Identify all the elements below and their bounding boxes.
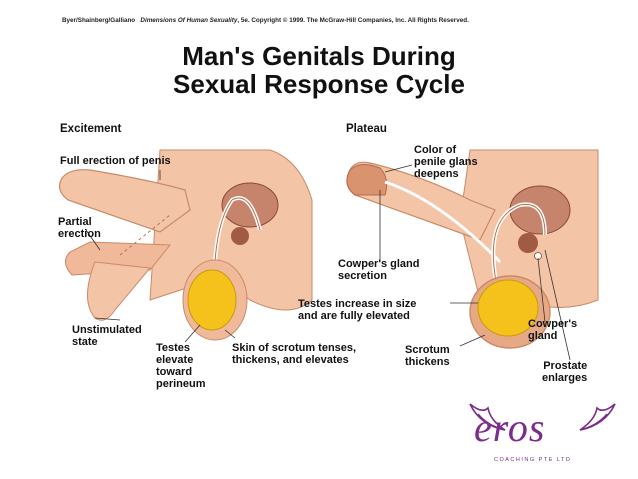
copyright-credit: Byer/Shainberg/Galliano Dimensions Of Hu… (62, 17, 469, 24)
page-title-line-1: Man's Genitals During (182, 41, 456, 71)
plateau-figure (346, 149, 599, 361)
eros-logo-subtitle: COACHING PTE LTD (494, 457, 572, 463)
eros-logo-word: eros (474, 405, 546, 450)
excitement-figure (58, 149, 313, 343)
page-title-line-2: Sexual Response Cycle (173, 69, 465, 99)
eros-wings-logo (469, 403, 616, 431)
label-full-erection: Full erection of penis (60, 155, 171, 167)
plateau-heading: Plateau (346, 123, 387, 135)
excitement-heading: Excitement (60, 123, 122, 135)
label-skin-of-scrotum: Skin of scrotum tenses,thickens, and ele… (232, 342, 357, 366)
